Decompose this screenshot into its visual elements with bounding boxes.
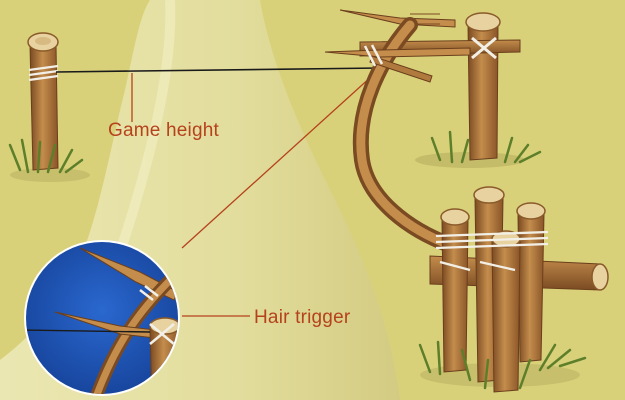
trigger-spear xyxy=(324,44,471,83)
left-stake xyxy=(27,32,59,171)
grass-tuft-icon xyxy=(8,138,84,174)
trip-line xyxy=(55,67,381,73)
inset-leader xyxy=(181,75,373,249)
game-height-label: Game height xyxy=(108,120,219,141)
rope-lashing-icon xyxy=(435,230,549,272)
hair-trigger-label: Hair trigger xyxy=(254,307,351,328)
anchor-post-cluster xyxy=(429,186,609,393)
